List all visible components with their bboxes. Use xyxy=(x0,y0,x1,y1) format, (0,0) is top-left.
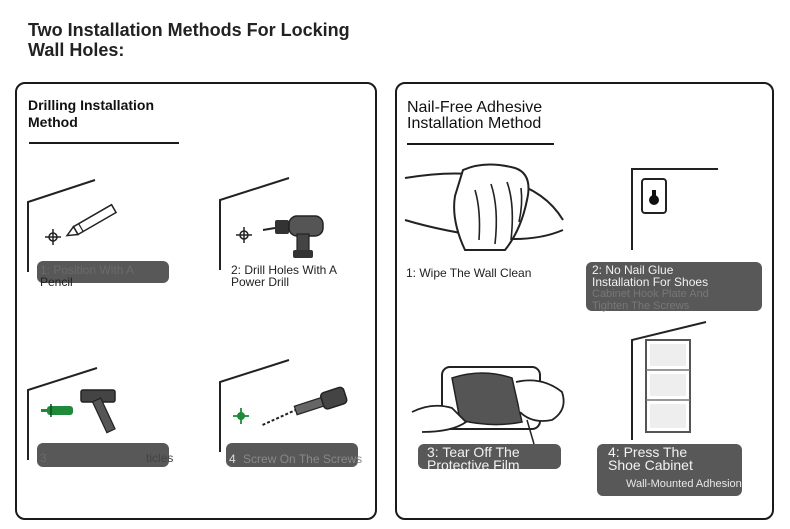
step2-illustration xyxy=(219,177,324,270)
wall-anchor-icon xyxy=(41,404,73,417)
left-step3-line1: 3 xyxy=(40,451,47,465)
wall-corner-line xyxy=(631,168,718,250)
right-step2-line3: Cabinet Hook Plate And xyxy=(592,288,709,300)
screwdriver-icon xyxy=(262,386,348,426)
adhesive-heading-line2: Installation Method xyxy=(407,115,542,132)
wall-corner-line xyxy=(27,367,98,460)
hammer-icon xyxy=(80,389,116,434)
drilling-method-heading: Drilling Installation Method xyxy=(28,97,154,131)
page-title: Two Installation Methods For Locking Wal… xyxy=(28,20,363,60)
wall-corner-line xyxy=(219,177,290,270)
step1-illustration xyxy=(27,179,118,272)
right-step2-illustration xyxy=(631,168,718,250)
right-step3-label-pill xyxy=(418,444,561,469)
step3-illustration xyxy=(27,367,116,460)
adhesive-heading-line1: Nail-Free Adhesive xyxy=(407,99,543,116)
left-step1-label: 1: Position With A Pencil xyxy=(40,264,134,288)
right-step2-line4: Tighten The Screws xyxy=(592,300,690,312)
left-step2-label: 2: Drill Holes With A Power Drill xyxy=(231,264,337,288)
right-step4-caption: Wall-Mounted Adhesion xyxy=(626,478,742,490)
step3-label-pill xyxy=(37,443,169,467)
left-step2-line2: Power Drill xyxy=(231,275,290,289)
shoe-cabinet-icon xyxy=(645,339,691,433)
crosshair-icon xyxy=(233,408,249,424)
right-step3-illustration xyxy=(411,366,565,445)
left-step1-line2: Pencil xyxy=(40,275,73,289)
right-step2-line2: Installation For Shoes xyxy=(592,275,709,289)
step4-label-pill xyxy=(226,443,358,467)
left-step4-line1: 4 xyxy=(229,452,236,466)
drilling-heading-line2: Method xyxy=(28,114,78,130)
left-step4-label: 4 Screw On The Screws xyxy=(229,453,362,465)
left-step3-label: 3 ticles xyxy=(40,452,173,464)
right-step3-label: 3: Tear Off The Protective Film xyxy=(427,444,520,473)
step4-illustration xyxy=(219,359,348,452)
right-step4-illustration xyxy=(631,321,707,440)
left-step3-line2: ticles xyxy=(146,451,174,465)
right-step1-line1: 1: Wipe The Wall Clean xyxy=(406,266,532,280)
right-step3-line1: 3: Tear Off The xyxy=(427,444,520,460)
hands-wiping-icon xyxy=(404,163,564,251)
power-drill-icon xyxy=(262,215,324,258)
right-step1-label: 1: Wipe The Wall Clean xyxy=(406,267,531,279)
hook-plate-icon xyxy=(641,178,667,214)
left-step4-line2: Screw On The Screws xyxy=(243,452,363,466)
right-step4-line3: Wall-Mounted Adhesion xyxy=(626,478,742,490)
right-step2-line1: 2: No Nail Glue xyxy=(592,263,674,277)
wall-corner-line xyxy=(27,179,96,272)
wall-corner-line xyxy=(219,359,290,452)
right-step4-line1: 4: Press The xyxy=(608,444,688,460)
right-step1-illustration xyxy=(404,163,564,251)
drilling-heading-underline xyxy=(29,142,179,144)
right-step3-line2: Protective Film xyxy=(427,457,520,473)
right-step4-label: 4: Press The Shoe Cabinet xyxy=(608,444,693,473)
crosshair-icon xyxy=(236,227,252,243)
right-step4-label-pill xyxy=(597,444,742,496)
crosshair-icon xyxy=(45,229,61,245)
left-step2-line1: 2: Drill Holes With A xyxy=(231,263,338,277)
right-step2-label: 2: No Nail Glue Installation For Shoes C… xyxy=(592,264,709,312)
right-step4-line2: Shoe Cabinet xyxy=(608,457,693,473)
peel-film-icon xyxy=(411,366,565,445)
drilling-heading-line1: Drilling Installation xyxy=(28,97,155,113)
right-step2-label-pill xyxy=(586,262,762,311)
step1-label-pill xyxy=(37,261,169,283)
left-step1-line1: 1: Position With A xyxy=(40,263,135,277)
wall-corner-line xyxy=(631,321,707,440)
pencil-icon xyxy=(65,203,118,237)
page-title-text: Two Installation Methods For Locking Wal… xyxy=(28,20,350,60)
adhesive-method-heading: Nail-Free Adhesive Installation Method xyxy=(407,100,542,132)
adhesive-heading-underline xyxy=(407,143,554,145)
